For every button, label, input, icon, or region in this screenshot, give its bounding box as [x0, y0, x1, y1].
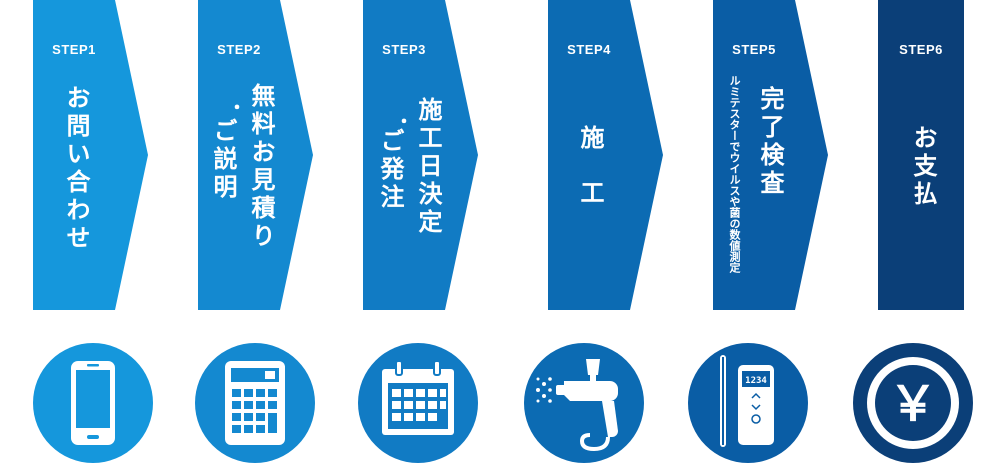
step-2-title-line2: ご説明	[209, 118, 237, 202]
step-1-label: STEP1	[52, 42, 96, 57]
step-5: STEP5 完了検査 ルミテスターでウイルスや菌の数値測定	[713, 0, 828, 310]
step-3-title-line1: 施工日決定	[414, 97, 442, 237]
step-4-title-char1: 施	[576, 125, 604, 153]
step-6-label: STEP6	[899, 42, 943, 57]
step-3-arrow	[363, 0, 478, 310]
yen-icon: ￥	[853, 343, 973, 463]
step-4-arrow	[548, 0, 663, 310]
step-4-title-char2: 工	[576, 180, 604, 208]
step-5-title: 完了検査	[756, 86, 784, 198]
step-3-separator: ・	[392, 112, 413, 134]
step-5-arrow	[713, 0, 828, 310]
step-1-title: お問い合わせ	[62, 85, 90, 253]
smartphone-icon	[33, 343, 153, 463]
step-2-separator: ・	[225, 98, 246, 120]
step-2: STEP2 無料お見積り ・ ご説明	[198, 0, 313, 310]
step-6-box	[878, 0, 964, 310]
calendar-icon	[358, 343, 478, 463]
spray-gun-icon	[524, 343, 644, 463]
step-1-arrow	[33, 0, 148, 310]
luminometer-icon: 1234	[688, 343, 808, 463]
step-3-title-line2: ご発注	[376, 128, 404, 212]
step-5-label: STEP5	[732, 42, 776, 57]
step-1: STEP1 お問い合わせ	[33, 0, 148, 310]
calculator-icon	[195, 343, 315, 463]
step-4: STEP4 施 工	[548, 0, 663, 310]
step-4-label: STEP4	[567, 42, 611, 57]
step-2-arrow	[198, 0, 313, 310]
step-6: STEP6 お支払	[878, 0, 964, 310]
step-2-title-line1: 無料お見積り	[247, 83, 275, 251]
yen-symbol: ￥	[889, 376, 937, 432]
step-6-title: お支払	[909, 125, 937, 209]
step-3-label: STEP3	[382, 42, 426, 57]
step-3: STEP3 施工日決定 ・ ご発注	[363, 0, 478, 310]
luminometer-display: 1234	[745, 376, 767, 386]
step-5-subtitle: ルミテスターでウイルスや菌の数値測定	[728, 75, 741, 273]
step-2-label: STEP2	[217, 42, 261, 57]
